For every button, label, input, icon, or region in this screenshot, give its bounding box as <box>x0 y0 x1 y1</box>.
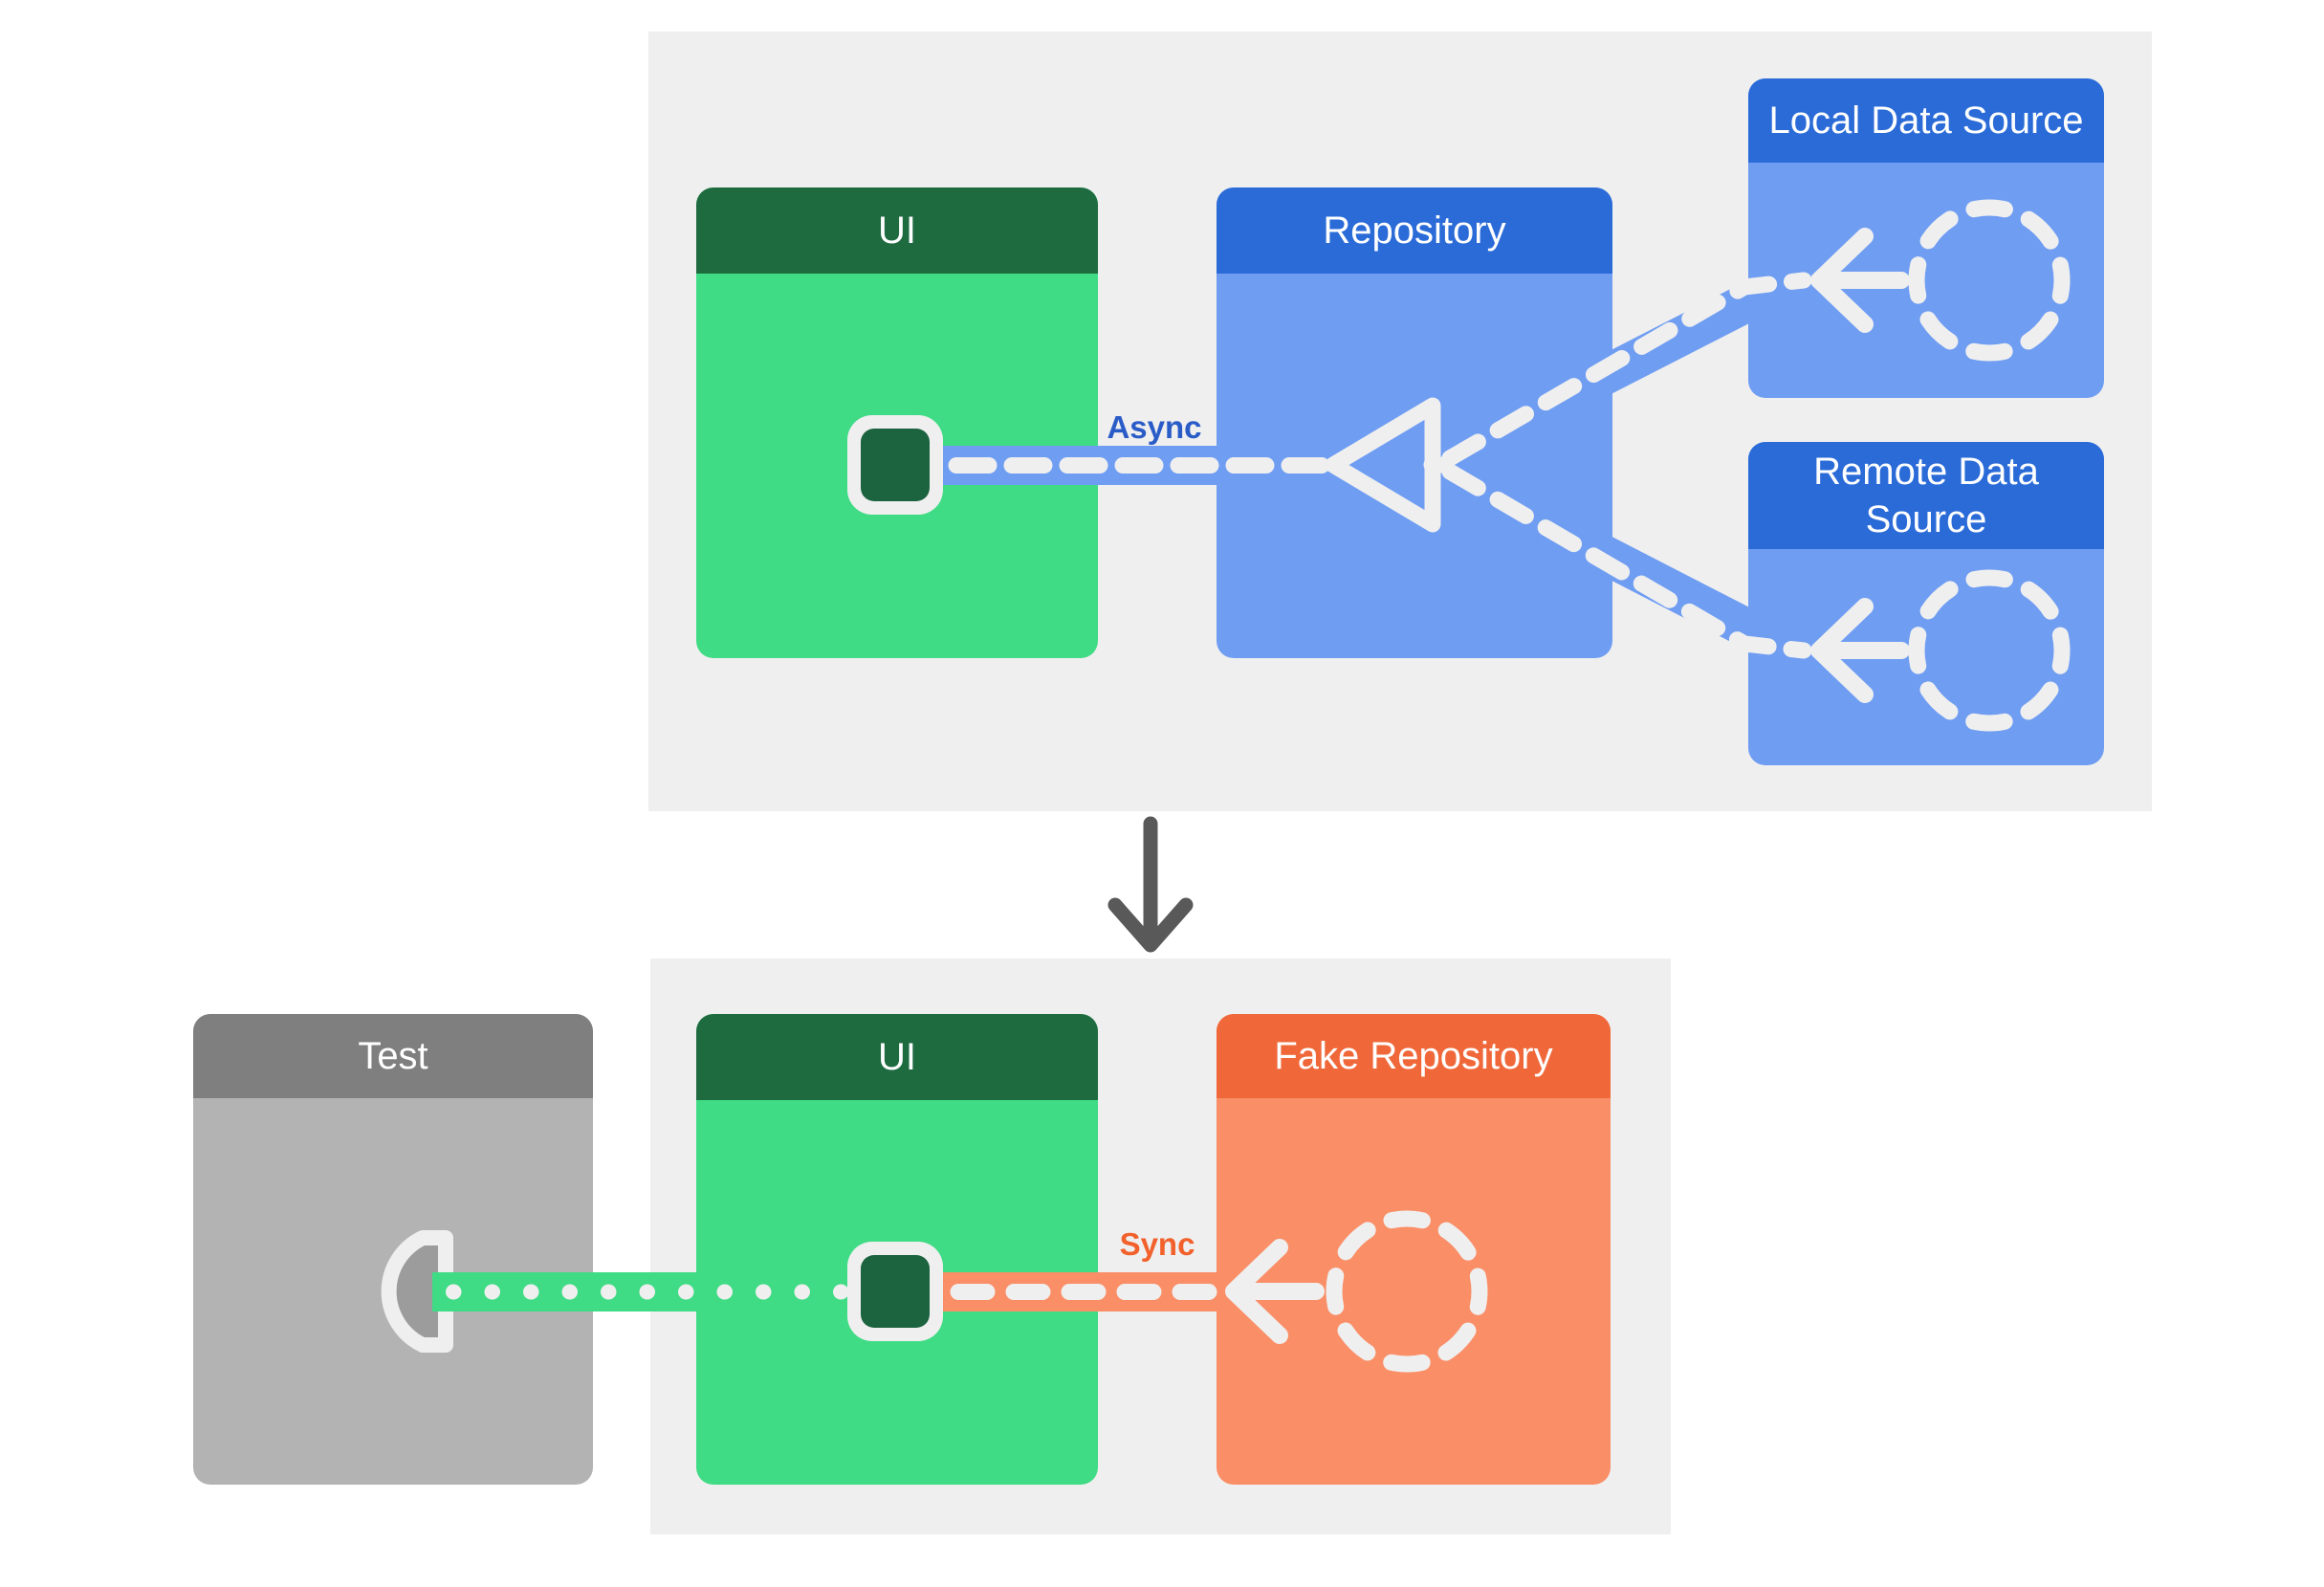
remote-source-arrow-left-icon <box>1810 598 1910 703</box>
ui-card-under-test-header: UI <box>696 1014 1098 1100</box>
ui-card-header: UI <box>696 187 1098 274</box>
fake-repository-card-title: Fake Repository <box>1274 1035 1553 1077</box>
ui-card-under-test-title: UI <box>878 1036 916 1078</box>
socket-icon <box>381 1230 453 1353</box>
remote-source-dashed-circle-icon <box>1908 569 2071 732</box>
ui-card-title: UI <box>878 209 916 252</box>
test-card-title: Test <box>358 1035 428 1077</box>
repository-card-header: Repository <box>1217 187 1612 274</box>
async-label: Async <box>1107 409 1202 445</box>
remote-data-source-card-header: Remote Data Source <box>1748 442 2104 549</box>
test-card-header: Test <box>193 1014 593 1098</box>
merge-triangle-icon <box>1325 397 1441 533</box>
local-data-source-card-title: Local Data Source <box>1768 99 2084 142</box>
local-source-arrow-left-icon <box>1810 228 1910 333</box>
fake-repository-dashed-circle-icon <box>1326 1210 1488 1373</box>
sync-flow-bands <box>432 1272 1339 1311</box>
local-data-source-card-header: Local Data Source <box>1748 78 2104 163</box>
test-card: Test <box>193 1014 593 1485</box>
fake-repository-card: Fake Repository <box>1217 1014 1611 1485</box>
ui-port-square-icon <box>847 415 943 515</box>
ui-card: UI <box>696 187 1098 658</box>
fake-repository-arrow-left-icon <box>1225 1239 1325 1344</box>
down-arrow-icon <box>1107 816 1194 953</box>
ui-under-test-port-square-icon <box>847 1242 943 1341</box>
repository-card-title: Repository <box>1323 209 1506 252</box>
async-dashed-lines <box>948 272 1812 659</box>
sync-label: Sync <box>1119 1226 1195 1262</box>
local-source-dashed-circle-icon <box>1908 199 2071 362</box>
remote-data-source-card-title: Remote Data Source <box>1813 451 2039 540</box>
fake-repository-card-header: Fake Repository <box>1217 1014 1611 1098</box>
